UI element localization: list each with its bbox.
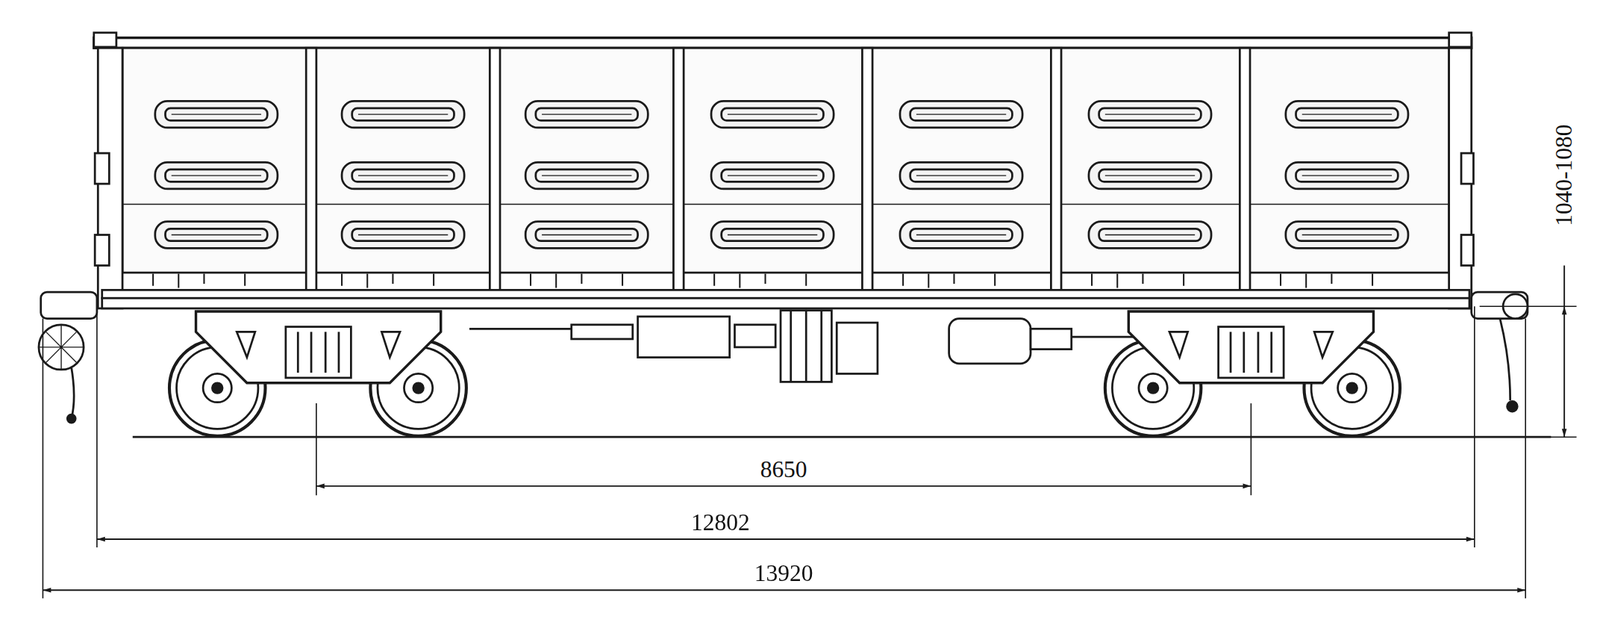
dimension-value: 1040-1080: [1551, 121, 1578, 230]
dimension-value: 12802: [688, 508, 753, 536]
dimension-value: 8650: [757, 455, 811, 483]
dimension-value: 13920: [751, 559, 817, 586]
